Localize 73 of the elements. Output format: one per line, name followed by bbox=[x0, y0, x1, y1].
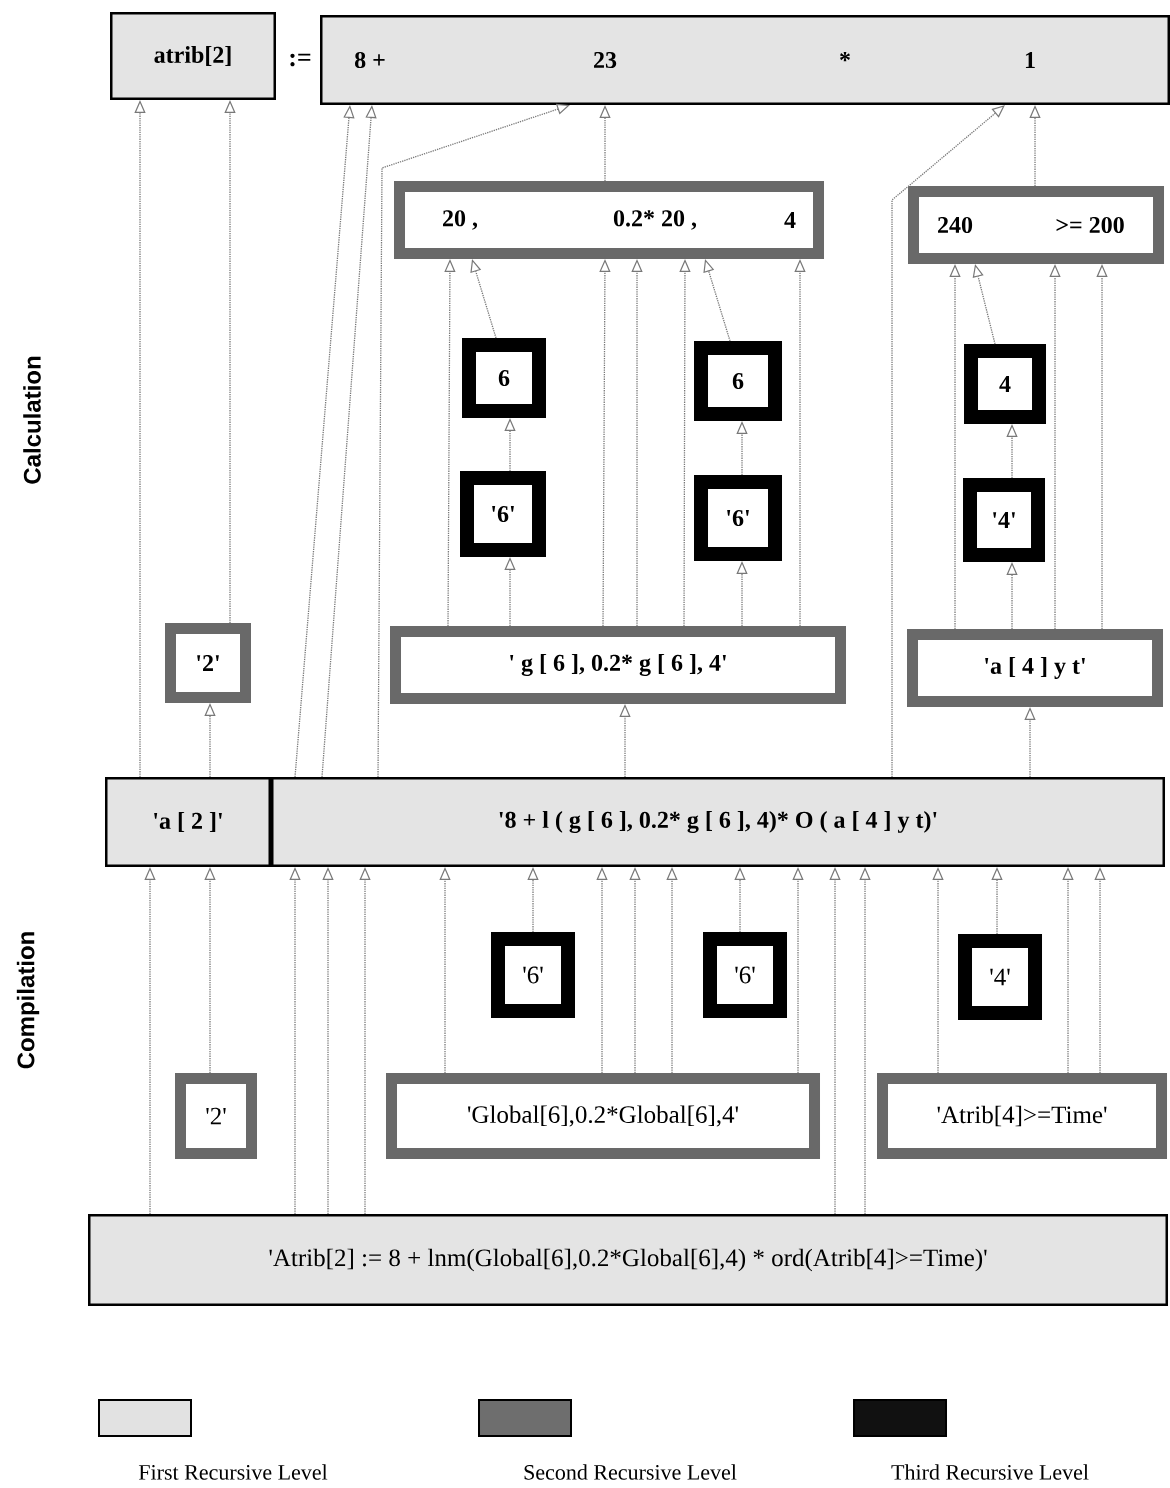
arrow bbox=[321, 105, 377, 778]
arrow bbox=[1062, 867, 1074, 1074]
expression-box: 240 >= 200 bbox=[908, 186, 1164, 264]
arrow bbox=[949, 264, 961, 630]
arrow bbox=[794, 259, 806, 627]
arrow bbox=[891, 105, 1005, 778]
value-box: '6' bbox=[460, 471, 546, 557]
arrow bbox=[599, 259, 611, 627]
arrow bbox=[504, 418, 516, 472]
expression-box: 'a [ 2 ]' bbox=[105, 777, 271, 867]
arrow bbox=[204, 867, 216, 1074]
arrow bbox=[1029, 105, 1041, 187]
arrow bbox=[134, 100, 146, 778]
arrow bbox=[736, 421, 748, 476]
value-box: 6 bbox=[694, 341, 782, 421]
legend-label: Second Recursive Level bbox=[524, 1464, 737, 1480]
section-label: Calculation bbox=[23, 356, 41, 484]
value-box: '6' bbox=[694, 475, 782, 561]
arrow bbox=[666, 867, 678, 1074]
section-label: Compilation bbox=[16, 932, 40, 1069]
arrow bbox=[1006, 424, 1018, 479]
arrow bbox=[289, 867, 301, 1215]
arrow bbox=[1049, 264, 1061, 630]
expression-box: 20 , 0.2* 20 , 4 bbox=[394, 181, 824, 259]
arrow bbox=[359, 867, 371, 1215]
arrow bbox=[377, 103, 570, 778]
arrow bbox=[736, 561, 748, 627]
arrow bbox=[322, 867, 334, 1215]
arrow bbox=[596, 867, 608, 1074]
arrow bbox=[439, 867, 451, 1074]
expression-box: 'Global[6],0.2*Global[6],4' bbox=[386, 1073, 820, 1159]
arrow bbox=[1094, 867, 1106, 1074]
arrow bbox=[679, 259, 691, 627]
arrow bbox=[1006, 562, 1018, 630]
expression-box: '2' bbox=[165, 623, 251, 703]
arrow bbox=[703, 259, 731, 342]
operator-text: := bbox=[290, 53, 311, 67]
legend-label: First Recursive Level bbox=[138, 1464, 328, 1480]
arrow bbox=[972, 264, 996, 345]
arrow bbox=[444, 259, 456, 627]
arrow bbox=[619, 704, 631, 778]
arrow bbox=[224, 100, 236, 624]
legend-label: Third Recursive Level bbox=[891, 1464, 1089, 1480]
arrow bbox=[631, 259, 643, 627]
expression-box: '2' bbox=[175, 1073, 257, 1159]
arrow bbox=[1024, 707, 1036, 778]
arrow bbox=[792, 867, 804, 1074]
arrow bbox=[470, 259, 497, 339]
arrow bbox=[504, 557, 516, 627]
arrow bbox=[629, 867, 641, 1074]
value-box: 4 bbox=[964, 344, 1046, 424]
value-box: '4' bbox=[958, 934, 1042, 1020]
value-box: '6' bbox=[491, 932, 575, 1018]
value-box: 6 bbox=[462, 338, 546, 418]
arrow bbox=[859, 867, 871, 1215]
arrow bbox=[527, 867, 539, 933]
arrow bbox=[829, 867, 841, 1215]
arrow bbox=[599, 105, 611, 182]
expression-box: 'Atrib[2] := 8 + lnm(Global[6],0.2*Global[6],4) * ord(Atrib[4]>=Time)' bbox=[88, 1214, 1168, 1306]
arrow bbox=[204, 703, 216, 778]
expression-box: 'Atrib[4]>=Time' bbox=[877, 1073, 1167, 1159]
arrow bbox=[734, 867, 746, 933]
arrow bbox=[144, 867, 156, 1215]
arrow bbox=[1096, 264, 1108, 630]
expression-box: 'a [ 4 ] y t' bbox=[907, 629, 1163, 707]
value-box: '4' bbox=[963, 478, 1045, 562]
expression-box: ' g [ 6 ], 0.2* g [ 6 ], 4' bbox=[390, 626, 846, 704]
arrow bbox=[932, 867, 944, 1074]
expression-box: 8 + 23 * 1 bbox=[320, 15, 1170, 105]
arrow bbox=[991, 867, 1003, 935]
value-box: '6' bbox=[703, 932, 787, 1018]
arrow bbox=[294, 105, 355, 778]
expression-box: atrib[2] bbox=[110, 12, 276, 100]
